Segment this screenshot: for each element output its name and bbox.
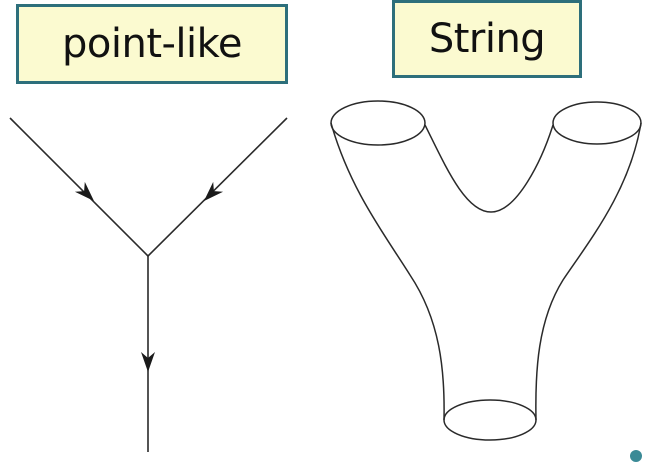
- slide-dot: [630, 450, 642, 462]
- arrowhead-right: [204, 181, 224, 201]
- bottom-string-loop: [443, 399, 537, 441]
- outer-right-edge: [535, 122, 642, 421]
- string-label: String: [428, 16, 546, 62]
- point-like-label-box: point-like: [16, 4, 288, 84]
- inner-crotch-edge: [424, 124, 554, 213]
- point-like-label: point-like: [61, 21, 243, 67]
- right-string-loop: [552, 101, 642, 145]
- point-like-vertex-diagram: [9, 117, 288, 452]
- arrowhead-down: [141, 352, 155, 372]
- arrowhead-left: [74, 181, 94, 201]
- left-string-loop: [330, 100, 426, 146]
- incoming-line-left: [9, 117, 149, 257]
- incoming-line-right: [147, 117, 288, 257]
- outer-left-edge: [330, 122, 445, 421]
- string-label-box: String: [392, 0, 582, 78]
- string-worldsheet-diagram: [330, 100, 642, 441]
